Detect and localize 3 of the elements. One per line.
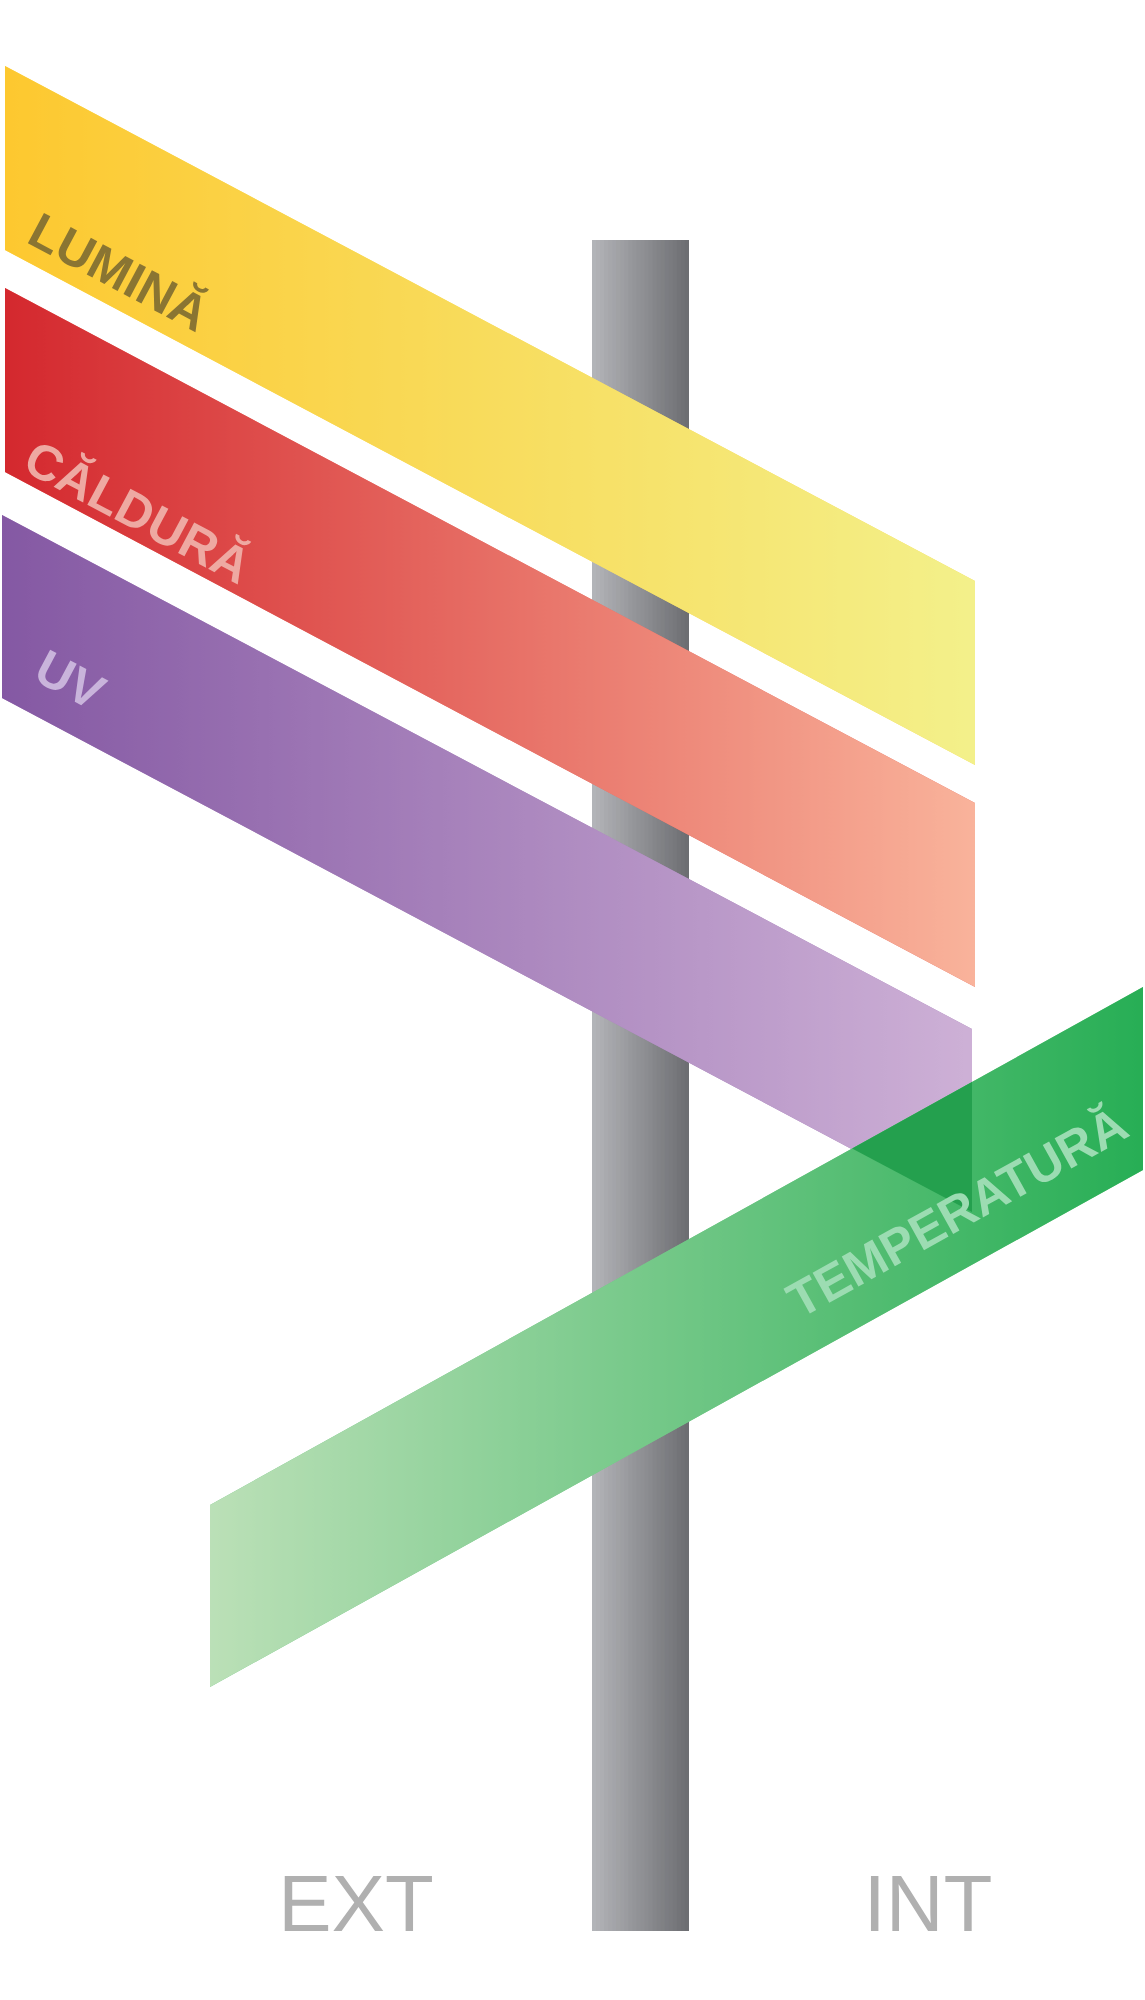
side-label: EXT [284, 1876, 432, 1931]
band-label: UV [38, 649, 109, 706]
side-label: INT [870, 1876, 991, 1931]
